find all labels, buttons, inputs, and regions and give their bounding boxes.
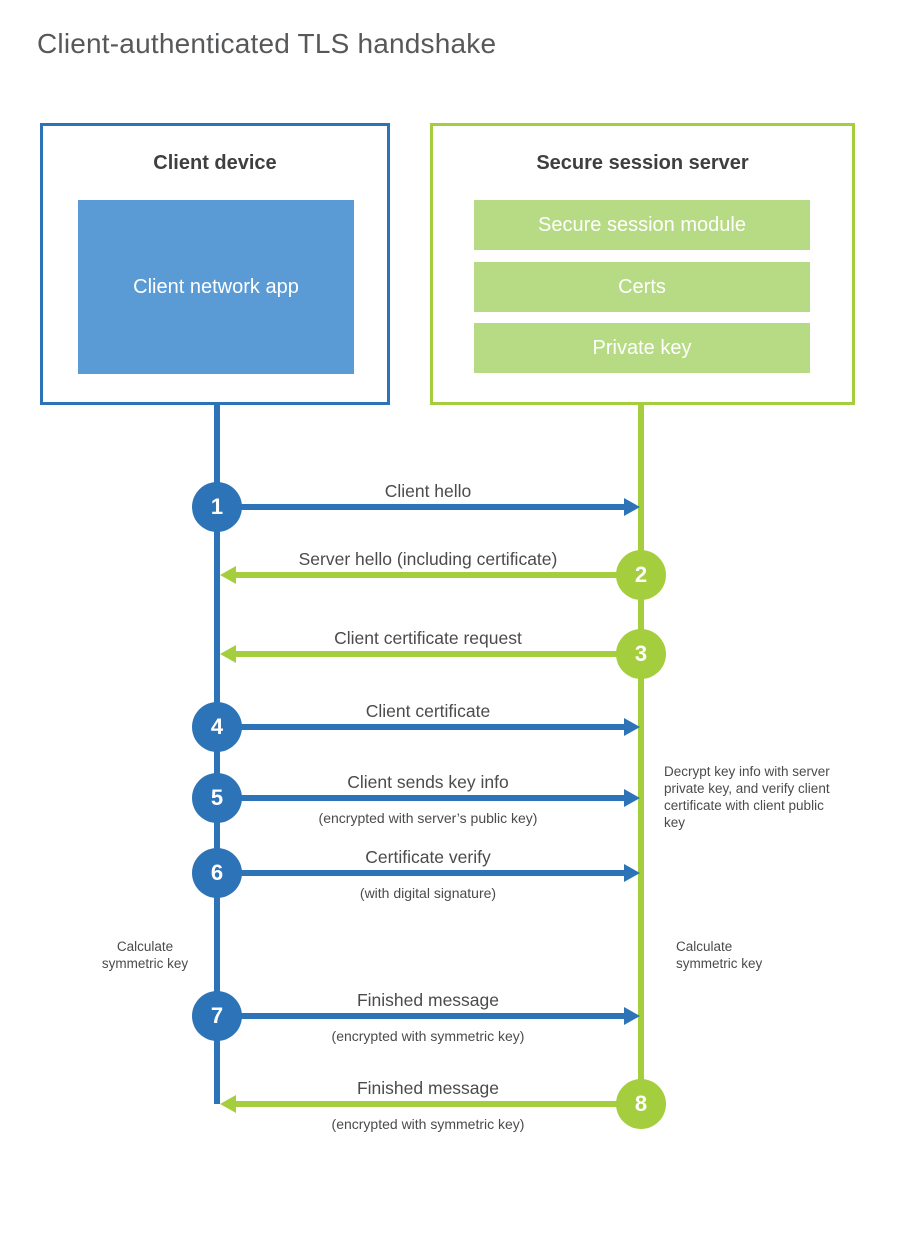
secure-session-server-title: Secure session server: [536, 152, 749, 174]
step-8-arrow-line: [236, 1101, 617, 1107]
step-3-arrowhead-icon: [220, 645, 236, 663]
step-3-label: Client certificate request: [334, 628, 522, 648]
page-title: Client-authenticated TLS handshake: [37, 28, 497, 59]
step-5-label: Client sends key info: [347, 772, 509, 792]
step-2-arrow-line: [236, 572, 617, 578]
step-5-sublabel: (encrypted with server’s public key): [318, 810, 538, 826]
step-1-arrow-line: [240, 504, 624, 510]
calculate-symmetric-key-left: Calculate symmetric key: [101, 939, 189, 971]
step-2-arrowhead-icon: [220, 566, 236, 584]
step-6-arrowhead-icon: [624, 864, 640, 882]
calculate-symmetric-key-right: Calculate symmetric key: [676, 939, 763, 971]
certs-bar: Certs: [474, 262, 810, 312]
step-3-circle: 3: [616, 629, 666, 679]
step-8-sublabel: (encrypted with symmetric key): [331, 1116, 525, 1132]
step-4-label: Client certificate: [365, 701, 491, 721]
step-8-label: Finished message: [356, 1078, 500, 1098]
step-6-sublabel: (with digital signature): [359, 885, 497, 901]
step-7-arrowhead-icon: [624, 1007, 640, 1025]
step-6-arrow-line: [240, 870, 624, 876]
server-lifeline: [638, 405, 644, 1104]
step-1-circle: 1: [192, 482, 242, 532]
step-4-arrow-line: [240, 724, 624, 730]
step-7-arrow-line: [240, 1013, 624, 1019]
decrypt-note: Decrypt key info with server private key…: [664, 764, 830, 830]
step-7-circle: 7: [192, 991, 242, 1041]
secure-session-module-bar: Secure session module: [474, 200, 810, 250]
step-4-arrowhead-icon: [624, 718, 640, 736]
client-lifeline: [214, 405, 220, 1104]
step-7-label: Finished message: [356, 990, 500, 1010]
private-key-bar: Private key: [474, 323, 810, 373]
step-5-arrow-line: [240, 795, 624, 801]
step-2-label: Server hello (including certificate): [298, 549, 558, 569]
step-6-circle: 6: [192, 848, 242, 898]
client-network-app-box: Client network app: [78, 200, 354, 374]
client-network-app-label: Client network app: [133, 276, 299, 298]
step-3-arrow-line: [236, 651, 617, 657]
step-5-circle: 5: [192, 773, 242, 823]
step-1-label: Client hello: [384, 481, 472, 501]
step-7-sublabel: (encrypted with symmetric key): [331, 1028, 525, 1044]
step-6-label: Certificate verify: [365, 847, 491, 867]
step-2-circle: 2: [616, 550, 666, 600]
step-8-arrowhead-icon: [220, 1095, 236, 1113]
step-1-arrowhead-icon: [624, 498, 640, 516]
step-5-arrowhead-icon: [624, 789, 640, 807]
step-8-circle: 8: [616, 1079, 666, 1129]
client-device-title: Client device: [153, 152, 277, 174]
step-4-circle: 4: [192, 702, 242, 752]
